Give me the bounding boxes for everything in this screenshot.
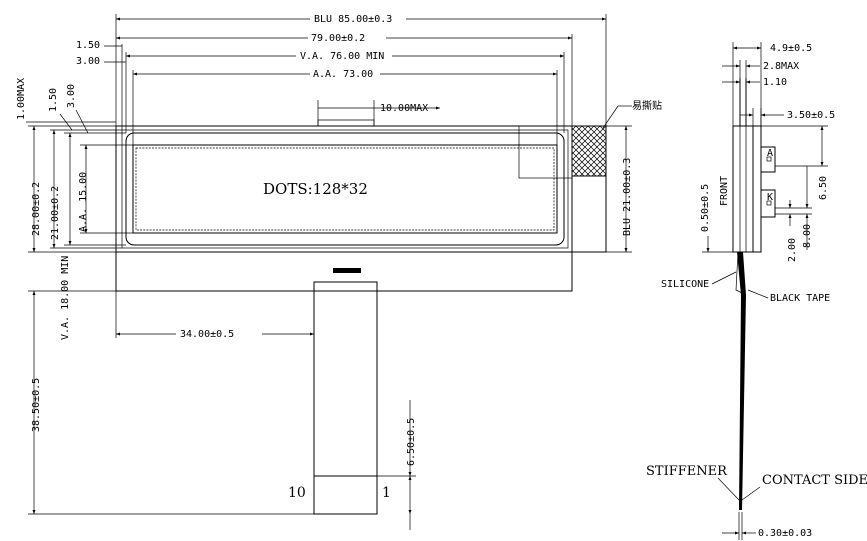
black-mark (333, 268, 361, 273)
dim-thickness-label: 4.9±0.5 (770, 43, 812, 54)
dim-height-21-label: 21.00±0.2 (50, 186, 61, 240)
active-area-outer (132, 144, 558, 234)
side-fpc (737, 252, 746, 510)
silicone-label: SILICONE (661, 279, 709, 290)
side-blu (752, 125, 762, 253)
dim-050-label: 0.50±0.5 (700, 184, 711, 232)
viewing-area (125, 132, 565, 246)
anode-pin (760, 146, 776, 173)
dim-edge-150v-label: 1.50 (48, 88, 59, 112)
dim-va-width-label: V.A. 76.00 MIN (300, 51, 384, 62)
dim-blu-width-label: BLU 85.00±0.3 (314, 14, 392, 25)
dim-aa-width-label: A.A. 73.00 (313, 69, 373, 80)
front-label: FRONT (719, 176, 730, 206)
dim-fpc-offset-label: 34.00±0.5 (180, 329, 234, 340)
dim-total-height-label: 38.50±0.5 (31, 378, 42, 432)
inner-frame (121, 129, 569, 249)
dim-800-label: 8.00 (802, 224, 813, 248)
dim-blu-height-label: BLU 21.00±0.3 (622, 158, 633, 236)
side-view: A K FRONT 4.9±0.5 2.8MAX 1.10 3.50±0.5 6… (646, 42, 867, 540)
dim-max-100-label: 1.00MAX (16, 78, 27, 120)
active-area-dots (135, 147, 555, 231)
easy-peel-tape (571, 125, 607, 177)
contact-side-label: CONTACT SIDE (762, 473, 867, 488)
outline-79 (115, 125, 573, 253)
black-tape-label: BLACK TAPE (770, 293, 830, 304)
pin-right-label: 1 (382, 485, 391, 501)
pin-left-label: 10 (288, 485, 306, 501)
dim-fpc-thick-label: 0.30±0.03 (758, 528, 812, 539)
cathode-pin (760, 189, 776, 218)
dots-label: DOTS:128*32 (263, 180, 368, 198)
dim-edge-150-label: 1.50 (76, 40, 100, 51)
fpc-tail (313, 281, 378, 515)
dim-110-label: 1.10 (763, 77, 787, 88)
dim-outline-width-label: 79.00±0.2 (311, 33, 365, 44)
dim-va-height-label: V.A. 18.00 MIN (60, 256, 71, 340)
front-view: DOTS:128*32 10 1 BLU 85.00±0.3 79.00±0.2… (16, 12, 662, 530)
side-body (732, 125, 754, 253)
dim-max-28-label: 2.8MAX (763, 61, 799, 72)
dim-350-label: 3.50±0.5 (787, 110, 835, 121)
dim-stiffener-label: 6.50±0.5 (406, 418, 417, 466)
stiffener-label: STIFFENER (646, 464, 728, 479)
dim-notch-label: 10.00MAX (380, 103, 428, 114)
dim-edge-300-label: 3.00 (76, 56, 100, 67)
dim-200-label: 2.00 (787, 238, 798, 262)
dim-height-28-label: 28.00±0.2 (31, 182, 42, 236)
dim-aa-height-label: A.A. 15.00 (78, 172, 89, 232)
tape-label: 易撕贴 (632, 99, 662, 112)
cathode-label: K (767, 192, 773, 203)
anode-label: A (767, 148, 773, 159)
dim-650-label: 6.50 (818, 176, 829, 200)
dim-edge-300v-label: 3.00 (66, 84, 77, 108)
